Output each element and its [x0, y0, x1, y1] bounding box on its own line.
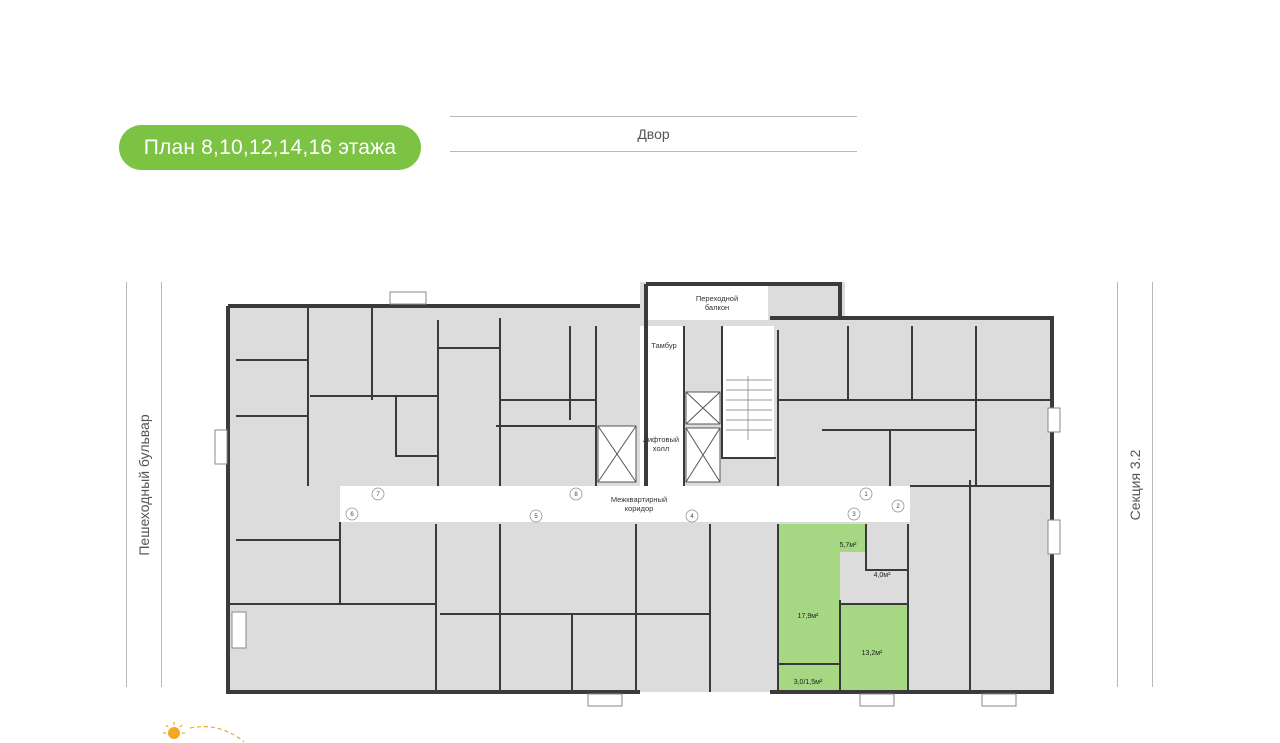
door-number-7: 7 — [376, 492, 380, 498]
inner-walls — [228, 306, 1052, 692]
door-number-6: 6 — [350, 512, 354, 518]
vestibule-label: Тамбур — [651, 341, 676, 350]
walls — [226, 282, 1054, 694]
transition-balcony-label-1: Переходной — [696, 294, 738, 303]
area-kitchen-living: 17,9м² — [798, 613, 819, 620]
transition-balcony-area — [646, 284, 768, 320]
windows — [214, 291, 1061, 707]
elevator-hall-label-2: холл — [653, 444, 669, 453]
transition-balcony-label-2: балкон — [705, 303, 729, 312]
area-bedroom: 13,2м² — [862, 650, 883, 657]
corridor-label-1: Межквартирный — [611, 495, 667, 504]
area-hall: 5,7м² — [840, 542, 858, 549]
staircase — [726, 376, 772, 440]
door-number-5: 5 — [534, 514, 538, 520]
courtyard-label: Двор — [450, 116, 857, 152]
section-label: Секция 3.2 — [1117, 282, 1153, 687]
door-numbers: 7 8 1 6 5 4 3 2 — [345, 487, 905, 523]
corridor-area — [340, 486, 910, 522]
room-labels: Переходной балкон Тамбур Лифтовый холл М… — [611, 294, 738, 513]
door-number-4: 4 — [690, 514, 694, 520]
plan-title-badge[interactable]: План 8,10,12,14,16 этажа — [119, 125, 421, 170]
sun-icon — [163, 722, 245, 743]
door-number-8: 8 — [574, 492, 578, 498]
door-number-2: 2 — [896, 504, 900, 510]
selected-apartment[interactable] — [778, 524, 908, 690]
plan-title-text: План 8,10,12,14,16 этажа — [143, 135, 397, 159]
area-balcony: 3,0/1,5м² — [794, 679, 823, 686]
door-number-1: 1 — [864, 492, 868, 498]
elevator-hall-label-1: Лифтовый — [643, 435, 679, 444]
apartment-areas: 5,7м² 4,0м² 17,9м² 13,2м² 3,0/1,5м² — [794, 542, 891, 686]
courtyard-text: Двор — [637, 126, 670, 142]
elevators — [597, 391, 721, 483]
door-number-3: 3 — [852, 512, 856, 518]
area-bathroom: 4,0м² — [874, 572, 892, 579]
left-street-label: Пешеходный бульвар — [126, 282, 162, 687]
corridor-label-2: коридор — [625, 504, 654, 513]
